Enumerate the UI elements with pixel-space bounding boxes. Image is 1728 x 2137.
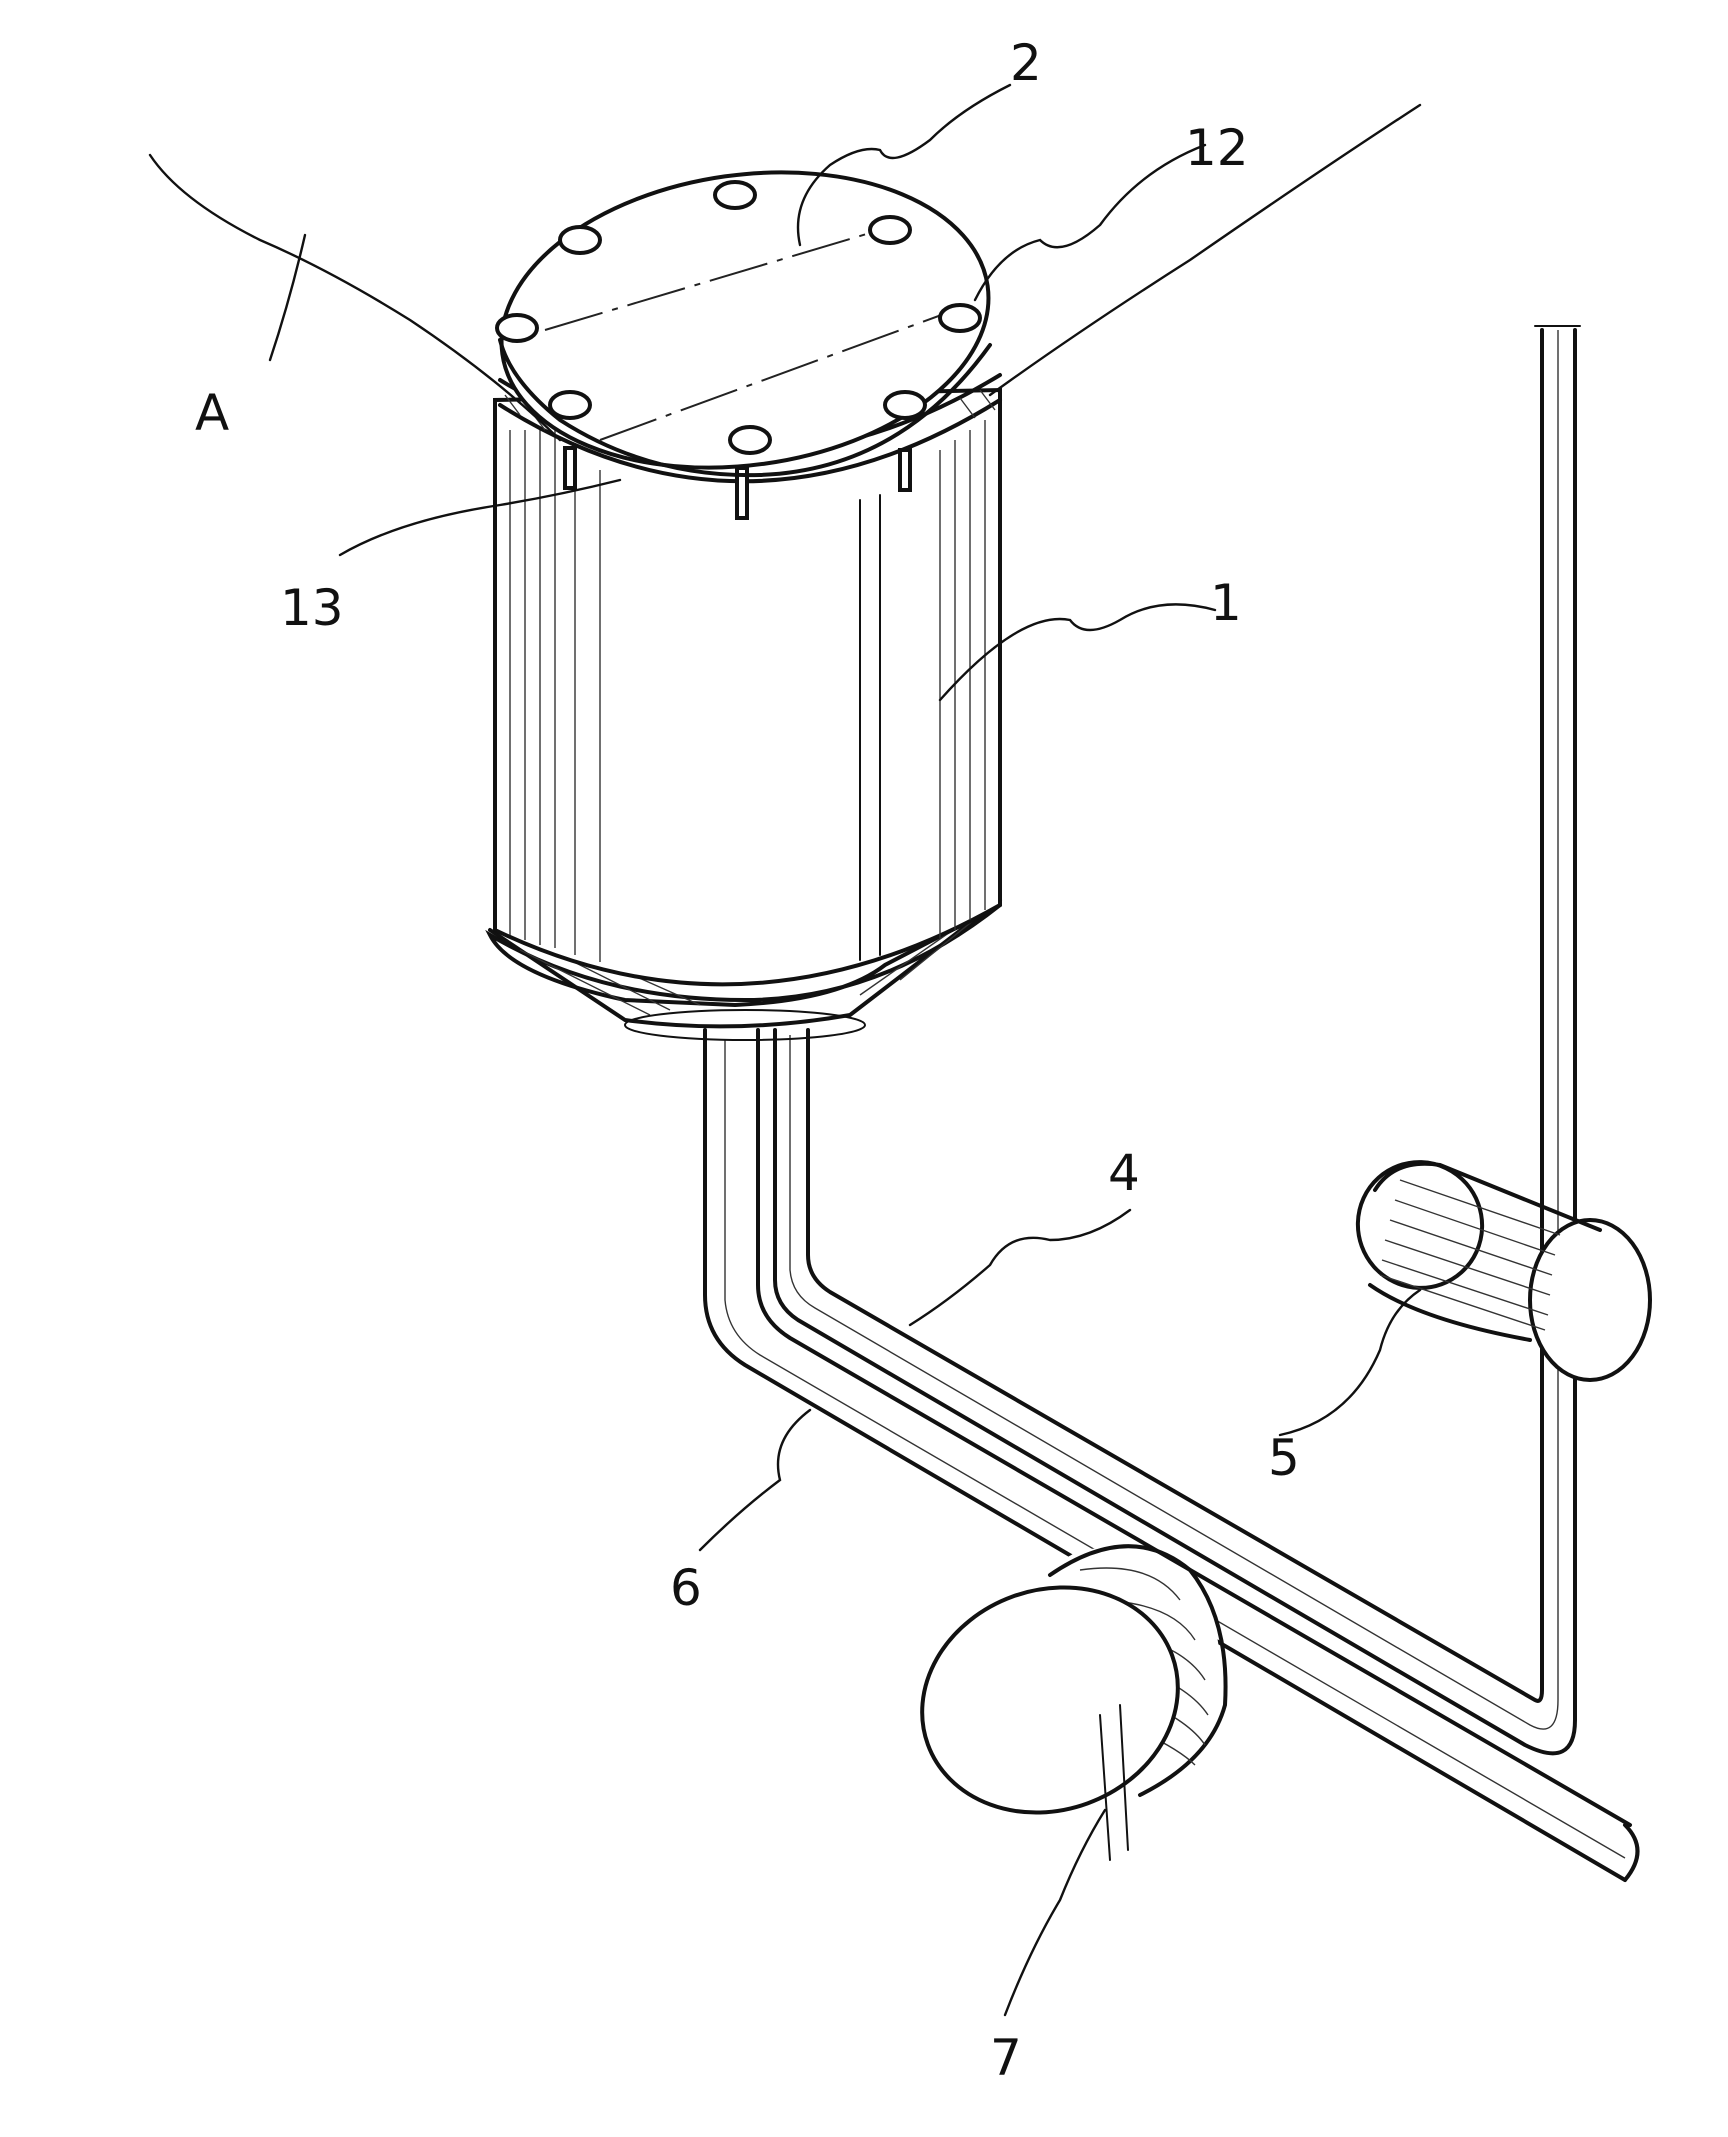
pipe-lower [703,1028,1640,1882]
reference-labels: 2 12 A 13 1 4 5 6 7 [195,34,1300,2087]
lid-bolts [495,180,982,455]
roller-upper [1355,1160,1652,1382]
label-1: 1 [1210,574,1242,632]
label-A: A [195,384,229,442]
leader-lines [148,83,1422,2017]
roller-lower [920,1544,1230,1861]
pipe-upper [773,325,1581,1756]
label-12: 12 [1185,119,1249,177]
label-4: 4 [1108,1144,1140,1202]
label-2: 2 [1010,34,1042,92]
label-5: 5 [1268,1429,1300,1487]
label-6: 6 [670,1559,702,1617]
label-7: 7 [990,2029,1022,2087]
label-13: 13 [280,579,344,637]
container-lid [495,170,992,478]
